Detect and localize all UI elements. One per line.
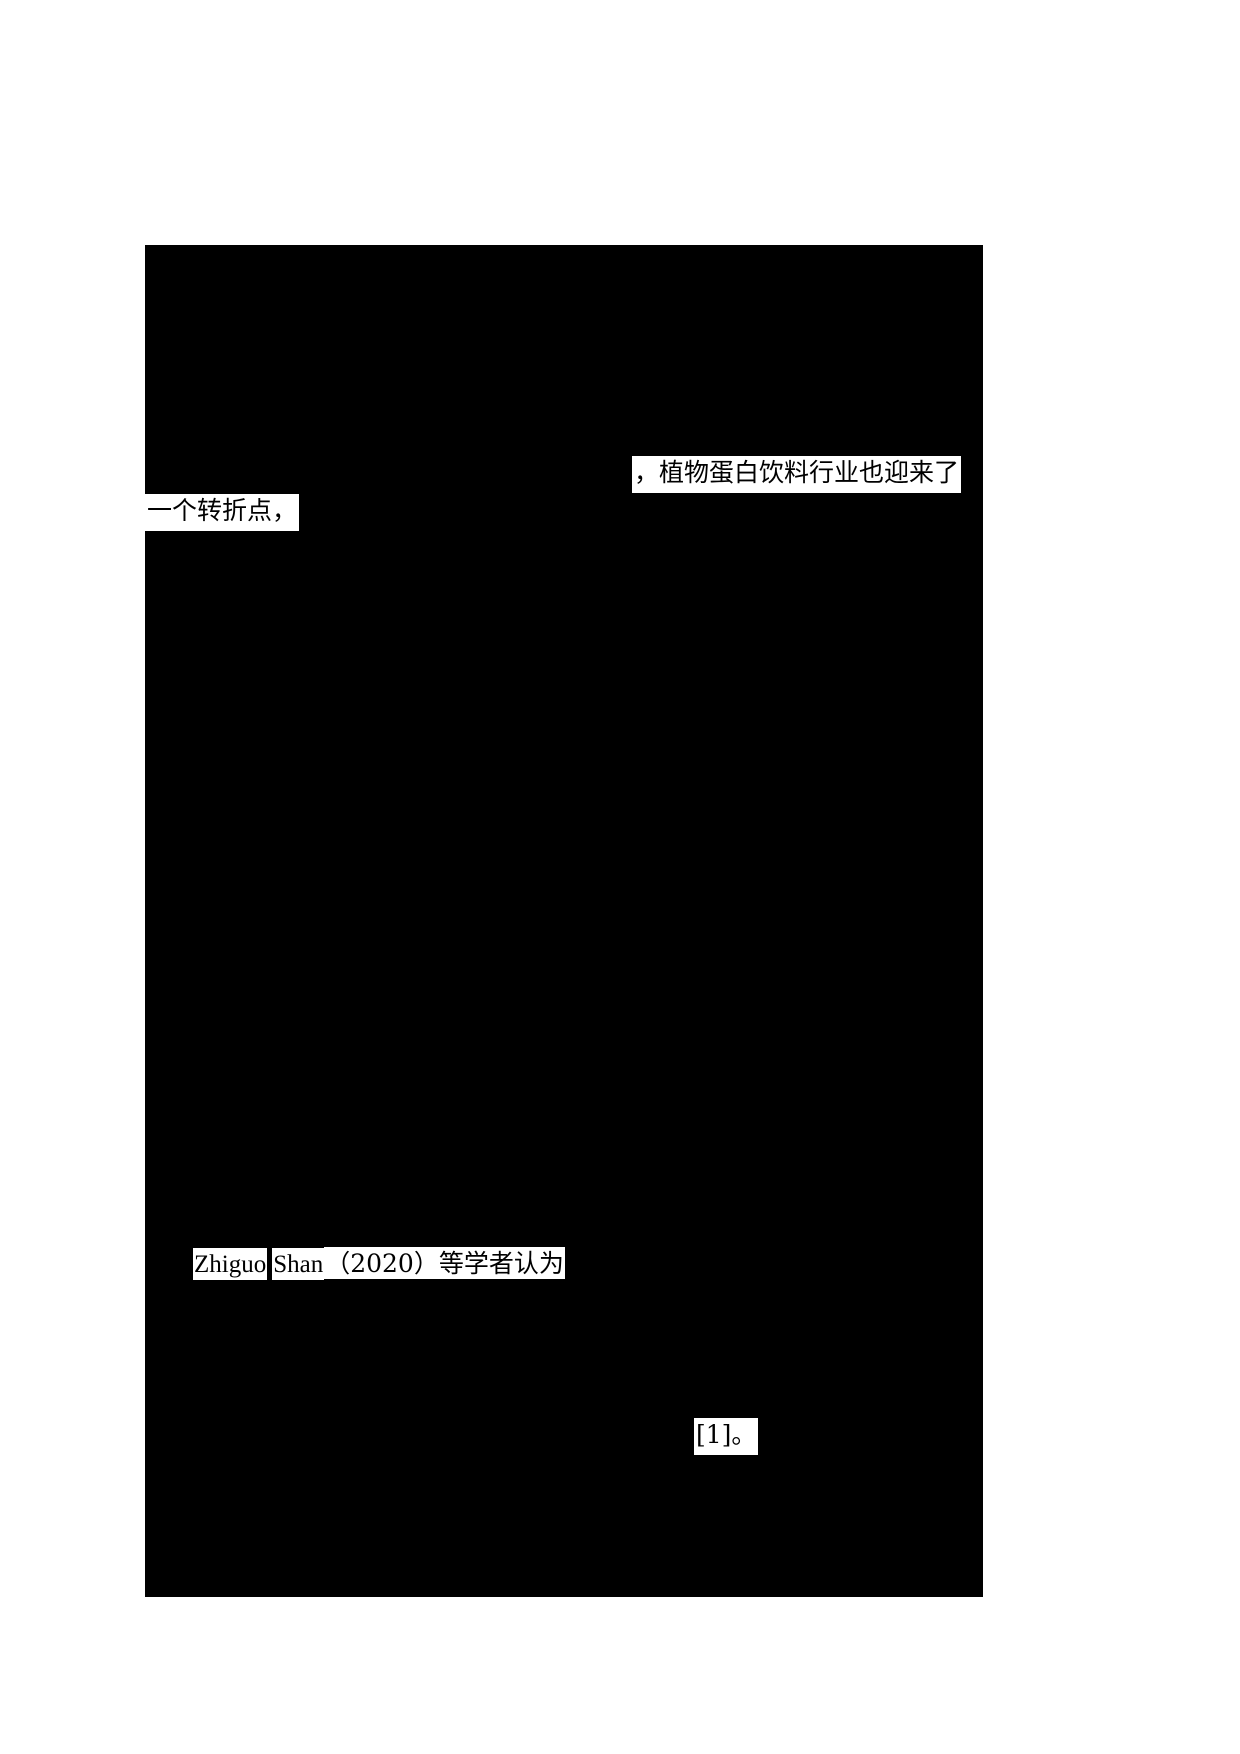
revealed-text-line-2: 一个转折点， (145, 494, 300, 531)
redaction-overlay (145, 245, 983, 1597)
revealed-reference-marker: [1]。 (694, 1418, 759, 1455)
revealed-citation-line: Zhiguo Shan （2020）等学者认为 (193, 1247, 565, 1280)
citation-author-last-name: Shan (272, 1248, 325, 1280)
citation-name-separator (267, 1247, 273, 1277)
revealed-text-line-1: ，植物蛋白饮料行业也迎来了 (632, 456, 962, 493)
citation-author-first-name: Zhiguo (193, 1248, 268, 1280)
citation-year-and-suffix: （2020）等学者认为 (324, 1247, 565, 1279)
